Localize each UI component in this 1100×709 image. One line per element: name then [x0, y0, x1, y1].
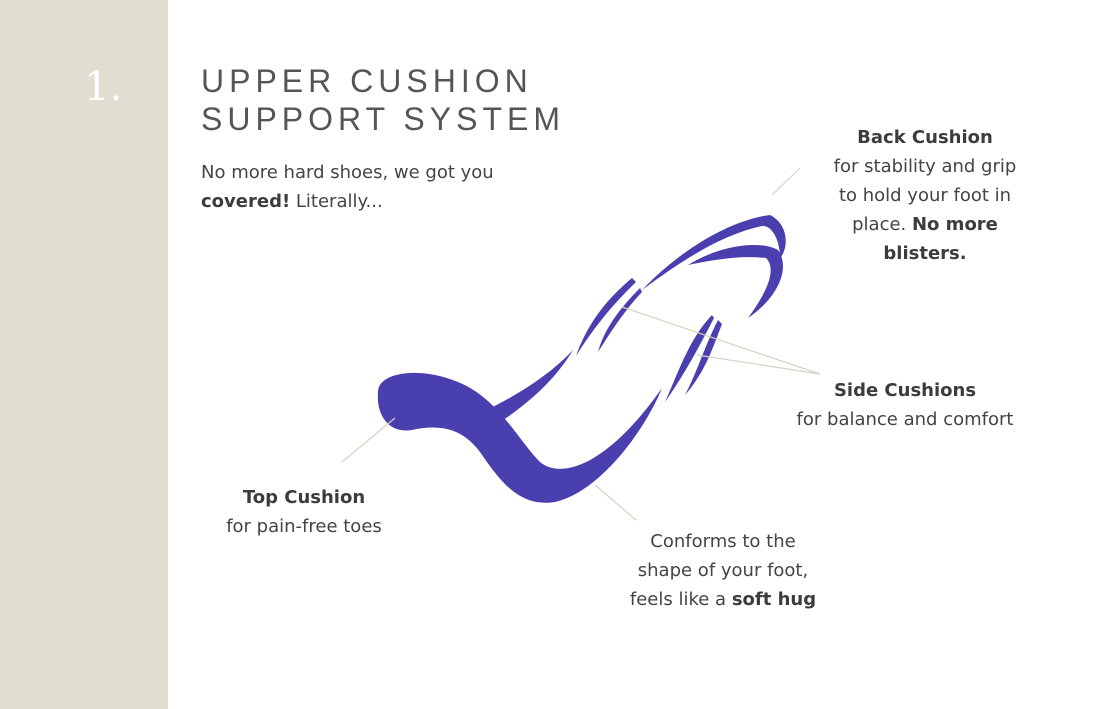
- back-leader-line: [771, 167, 801, 196]
- conform-callout: Conforms to the shape of your foot, feel…: [612, 527, 834, 614]
- back-cushion-outer: [642, 215, 786, 290]
- back-cushion-callout: Back Cushion for stability and grip to h…: [820, 123, 1030, 268]
- callout-text: place.: [852, 214, 912, 235]
- side-leader-line-1: [621, 306, 821, 375]
- callout-title: Side Cushions: [833, 380, 977, 401]
- intro-text: No more hard shoes, we got you covered! …: [201, 158, 494, 216]
- side-cushions-callout: Side Cushions for balance and comfort: [780, 376, 1030, 434]
- sidebar-panel: 1.: [0, 0, 168, 709]
- section-title: UPPER CUSHION SUPPORT SYSTEM: [201, 62, 565, 138]
- callout-text: for stability and grip: [833, 156, 1017, 177]
- side-cushion-right-1: [665, 315, 714, 402]
- cushion-shapes: [377, 215, 786, 503]
- conform-leader-line: [594, 484, 637, 521]
- intro-bold: covered!: [201, 191, 291, 212]
- callout-text: feels like a: [629, 589, 732, 610]
- side-cushion-left-2: [598, 288, 642, 352]
- step-number: 1.: [84, 64, 123, 110]
- callout-title: Back Cushion: [857, 127, 993, 148]
- callout-bold: No more: [911, 214, 998, 235]
- top-leader-line: [341, 417, 396, 463]
- callout-title: Top Cushion: [242, 487, 366, 508]
- top-cushion-callout: Top Cushion for pain-free toes: [200, 483, 408, 541]
- callout-text: Conforms to the: [650, 531, 796, 552]
- back-cushion-inner: [688, 245, 784, 318]
- side-cushion-left-1: [576, 278, 636, 356]
- side-cushion-right-2: [685, 320, 722, 395]
- top-cushion-shape: [377, 372, 662, 503]
- callout-text: shape of your foot,: [637, 560, 809, 581]
- intro-line-2: Literally...: [290, 191, 383, 212]
- upper-ribbon-shape: [470, 350, 573, 430]
- callout-bold: blisters.: [883, 243, 967, 264]
- callout-text: to hold your foot in: [838, 185, 1012, 206]
- title-line-2: SUPPORT SYSTEM: [201, 101, 565, 137]
- intro-line-1: No more hard shoes, we got you: [201, 162, 494, 183]
- title-line-1: UPPER CUSHION: [201, 63, 533, 99]
- side-leader-line-2: [696, 354, 821, 375]
- callout-text: for pain-free toes: [226, 516, 382, 537]
- leader-lines: [341, 167, 821, 521]
- callout-bold: soft hug: [731, 589, 817, 610]
- callout-text: for balance and comfort: [796, 409, 1014, 430]
